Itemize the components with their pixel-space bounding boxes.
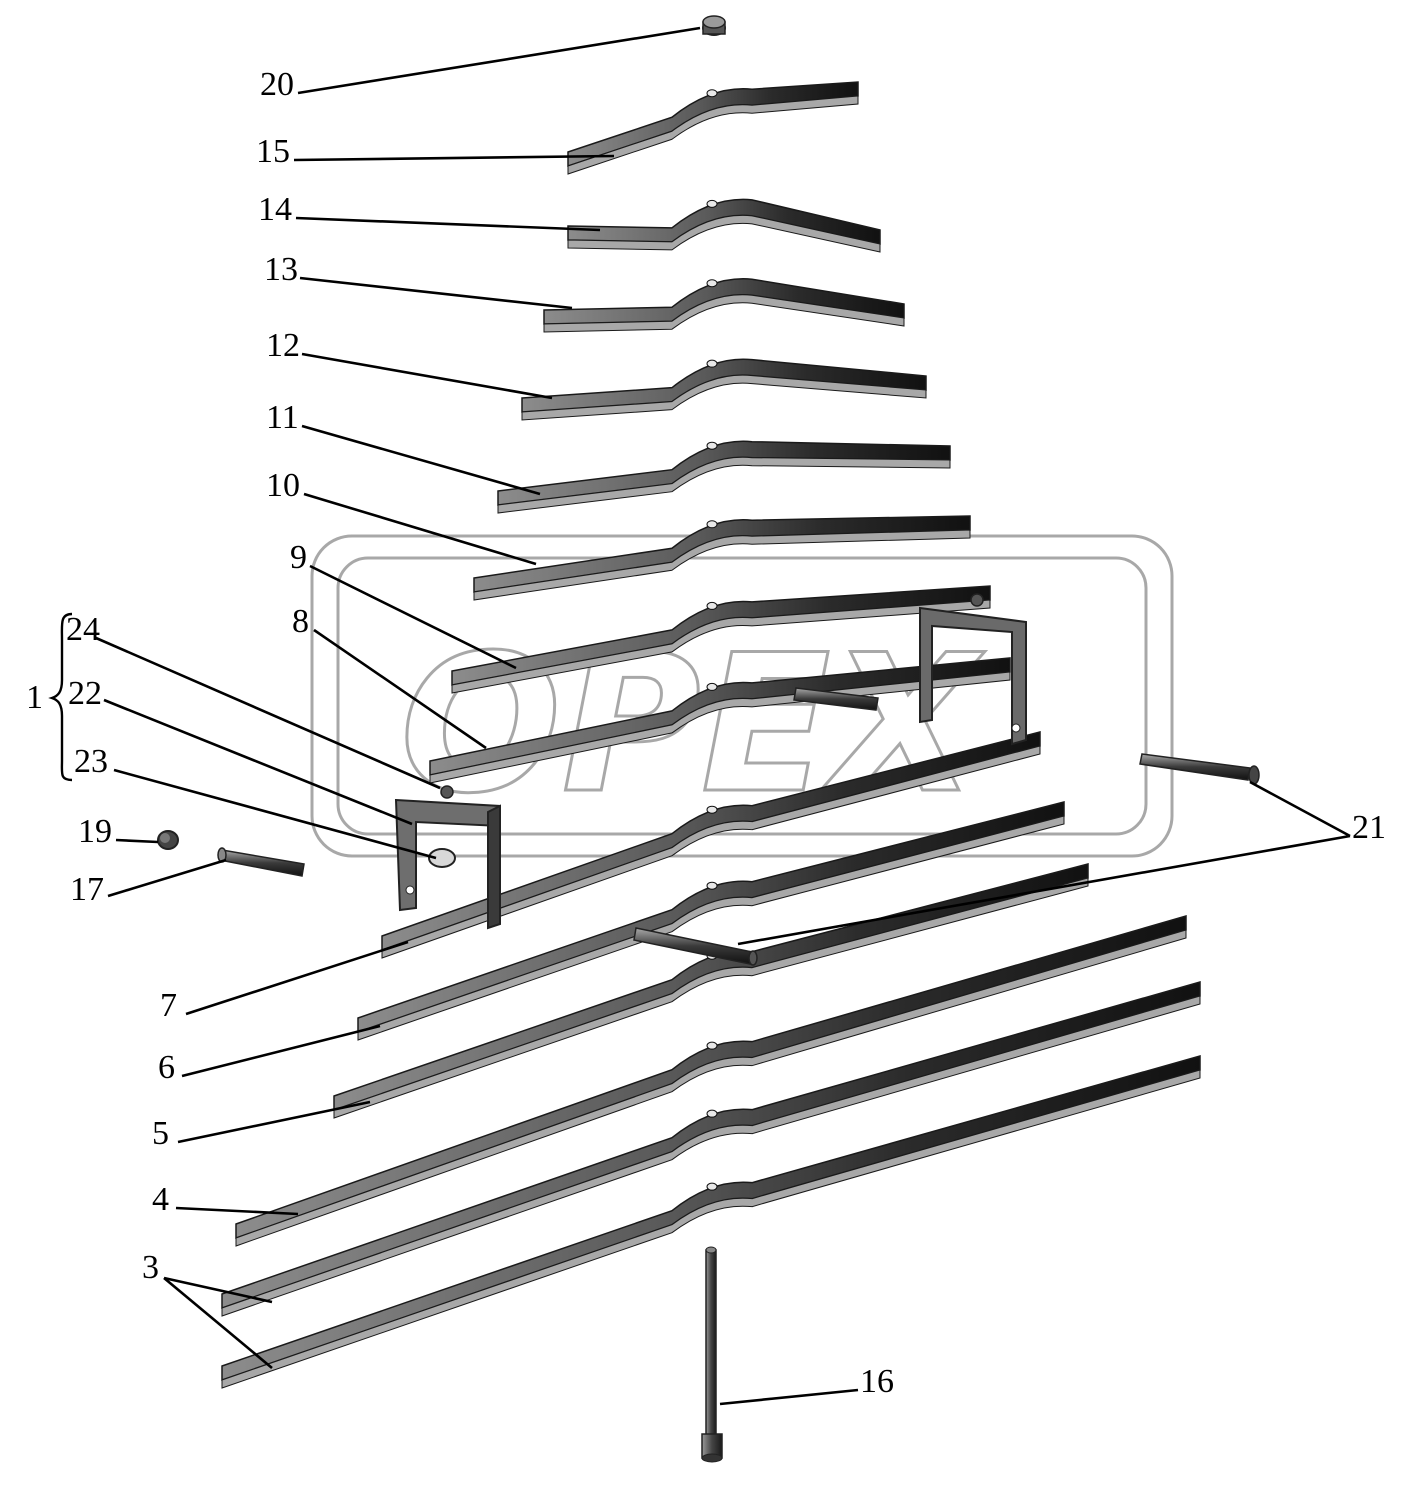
leader-9 — [309, 564, 517, 670]
leaf-hole-L7 — [706, 805, 718, 814]
label-11: 11 — [266, 399, 299, 436]
leaf-edge-L13 — [543, 294, 905, 333]
leaf-edge-L3a — [221, 995, 1201, 1317]
leaf-hole-L3a — [706, 1109, 718, 1118]
bracket-right-bolt-head — [970, 593, 984, 607]
label-7: 7 — [160, 987, 177, 1024]
label-23: 23 — [74, 743, 108, 780]
bracket-left-side — [487, 804, 501, 930]
leader-7 — [185, 940, 409, 1016]
part-20-nut — [702, 15, 726, 36]
small-parts — [157, 15, 1260, 1463]
leaf-edge-L6 — [357, 815, 1065, 1041]
label-22: 22 — [68, 675, 102, 712]
leader-5 — [177, 1100, 371, 1144]
leader-21b — [737, 834, 1351, 946]
part-16-center-bolt — [701, 1246, 723, 1463]
bracket-right-hole — [1011, 723, 1021, 733]
label-1: 1 — [26, 679, 43, 716]
part-19-nut — [157, 830, 179, 850]
label-17: 17 — [70, 871, 104, 908]
part-21-pin-right — [1139, 753, 1260, 785]
leader-3a — [163, 1276, 273, 1304]
leader-16 — [719, 1388, 859, 1406]
label-21: 21 — [1352, 809, 1386, 846]
leader-17 — [107, 858, 227, 898]
leader-19 — [115, 838, 159, 844]
callouts: 20 15 14 13 12 11 10 9 8 24 22 23 1 — [26, 26, 1386, 1406]
leader-4 — [175, 1206, 299, 1216]
leader-10 — [303, 492, 537, 566]
leader-14 — [295, 216, 601, 232]
part-21-pin-middle — [633, 927, 758, 966]
leaf-hole-L13 — [706, 279, 718, 288]
label-20: 20 — [260, 66, 294, 103]
label-5: 5 — [152, 1115, 169, 1152]
leaf-hole-L4 — [706, 1041, 718, 1050]
leaf-hole-L12 — [706, 359, 718, 368]
leader-8 — [313, 628, 487, 750]
bracket-left-bolt-head — [440, 785, 454, 799]
label-13: 13 — [264, 251, 298, 288]
leaf-edge-L11 — [497, 456, 951, 514]
leader-24 — [95, 636, 441, 790]
leaf-hole-L14 — [706, 199, 718, 208]
leaf-edge-L4 — [235, 929, 1187, 1247]
leaf-L11 — [497, 440, 951, 506]
leader-12 — [301, 352, 553, 400]
leaf-hole-L11 — [706, 441, 718, 450]
leader-6 — [181, 1024, 381, 1078]
leaf-edge-L8 — [429, 671, 1011, 784]
label-24: 24 — [66, 611, 100, 648]
leaf-edge-L15 — [567, 95, 859, 175]
label-10: 10 — [266, 467, 300, 504]
label-15: 15 — [256, 133, 290, 170]
label-3: 3 — [142, 1249, 159, 1286]
bracket-right — [919, 593, 1027, 746]
leaf-edge-L3b — [221, 1069, 1201, 1389]
leaf-edge-L14 — [567, 214, 881, 253]
pin-behind — [793, 687, 879, 711]
leaf-hole-L15 — [706, 89, 718, 98]
label-12: 12 — [266, 327, 300, 364]
part-17-pin — [217, 847, 305, 877]
label-9: 9 — [290, 539, 307, 576]
leaf-hole-L9 — [706, 601, 718, 610]
label-19: 19 — [78, 813, 112, 850]
leaf-hole-L10 — [706, 520, 718, 529]
watermark: OPEX — [310, 534, 1174, 858]
leaf-hole-L8 — [706, 682, 718, 691]
bracket-left — [394, 785, 501, 930]
bracket-left-bushing — [428, 848, 456, 868]
leader-3b — [163, 1277, 273, 1369]
label-6: 6 — [158, 1049, 175, 1086]
label-4: 4 — [152, 1181, 169, 1218]
watermark-text: OPEX — [400, 614, 986, 835]
leader-21a — [1249, 780, 1351, 838]
leader-11 — [301, 424, 541, 496]
assembly-brace — [48, 612, 73, 782]
leaf-edge-L5 — [333, 877, 1089, 1119]
watermark-frame-inner — [336, 556, 1148, 836]
label-8: 8 — [292, 603, 309, 640]
label-14: 14 — [258, 191, 292, 228]
leaf-edge-L7 — [381, 745, 1041, 959]
leader-13 — [299, 276, 573, 310]
leaf-stack — [221, 81, 1201, 1389]
leaf-edge-L10 — [473, 529, 971, 601]
leader-23 — [113, 768, 437, 860]
leaf-hole-L6 — [706, 881, 718, 890]
bracket-left-hole — [405, 885, 415, 895]
label-16: 16 — [860, 1363, 894, 1400]
leaf-hole-L3b — [706, 1182, 718, 1191]
leader-20 — [297, 26, 701, 95]
leader-15 — [293, 154, 615, 162]
leader-22 — [103, 698, 413, 826]
leaf-edge-L12 — [521, 374, 927, 421]
